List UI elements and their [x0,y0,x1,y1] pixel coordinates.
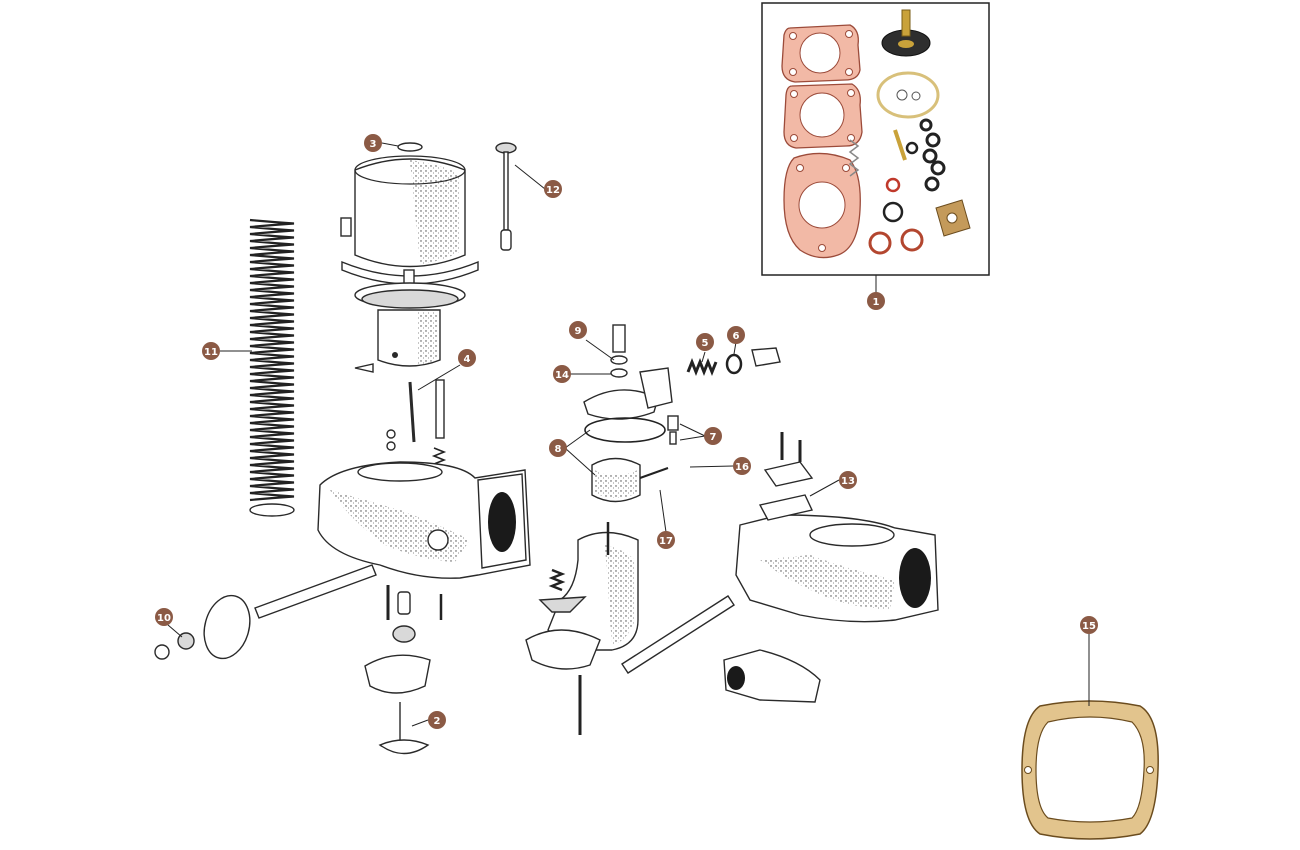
callout-8: 8 [549,439,567,457]
washer-part [386,441,396,451]
jet-needle-part [408,381,416,443]
jet-assembly-part [364,585,443,755]
svg-text:1: 1 [873,297,880,308]
svg-text:16: 16 [735,462,749,473]
flange-gasket-top [781,24,861,83]
throttle-spindle-part-right [621,595,735,674]
svg-text:3: 3 [370,139,377,150]
callout-17: 17 [657,531,675,549]
float-part [591,457,669,503]
gasket-kit-inset [761,2,990,276]
float-chamber-ring [876,71,940,119]
svg-text:9: 9 [575,326,582,337]
small-washer [896,89,908,101]
washer-part [154,644,170,660]
callout-4: 4 [458,349,476,367]
diaphragm-part [881,9,931,57]
carburettor-body-left [317,461,531,579]
callout-16: 16 [733,457,751,475]
callout-14: 14 [553,365,571,383]
svg-text:5: 5 [702,338,709,349]
flange-gasket-bottom [783,152,861,259]
piston-spring-part [249,218,295,517]
svg-text:12: 12 [546,185,560,196]
float-chamber-body-part [525,522,639,735]
spring-part [686,357,718,377]
banjo-fitting-part [723,649,821,703]
callout-2: 2 [428,711,446,729]
needle-valve-part [669,431,677,445]
cork-gasket-small [935,199,971,237]
throttle-disc-part [203,594,251,660]
callout-12: 12 [544,180,562,198]
callout-7: 7 [704,427,722,445]
needle-screw-part [435,379,445,439]
needle-valve-part [667,415,679,431]
fibre-washer-part [725,353,743,375]
callout-13: 13 [839,471,857,489]
svg-text:11: 11 [204,347,218,358]
carburettor-body-right [735,432,939,623]
svg-text:7: 7 [710,432,717,443]
callouts: 1 2 3 4 5 6 7 8 9 10 11 12 13 14 15 16 1… [155,134,1098,729]
svg-text:14: 14 [555,370,569,381]
piston-part [354,282,466,373]
svg-text:10: 10 [157,613,171,624]
callout-10: 10 [155,608,173,626]
float-chamber-part [340,142,479,285]
float-chamber-top-part [583,324,673,443]
svg-text:4: 4 [464,354,471,365]
damper-rod-part [495,142,517,251]
callout-15: 15 [1080,616,1098,634]
rocker-cover-gasket [1021,700,1159,840]
svg-text:17: 17 [659,536,673,547]
svg-text:15: 15 [1082,621,1096,632]
flange-gasket-middle [783,83,863,149]
callout-11: 11 [202,342,220,360]
leader-lines [167,142,1090,727]
o-rings [868,118,946,255]
callout-9: 9 [569,321,587,339]
callout-6: 6 [727,326,745,344]
small-spring [848,139,860,177]
washer-part [386,429,396,439]
callout-3: 3 [364,134,382,152]
svg-text:8: 8 [555,444,562,455]
svg-text:13: 13 [841,476,855,487]
callout-5: 5 [696,333,714,351]
svg-text:6: 6 [733,331,740,342]
union-bolt-part [751,347,781,367]
throttle-spindle-part [254,564,377,619]
callout-1: 1 [867,292,885,310]
jet-part [893,129,907,161]
svg-text:2: 2 [434,716,441,727]
small-washer [911,91,921,101]
